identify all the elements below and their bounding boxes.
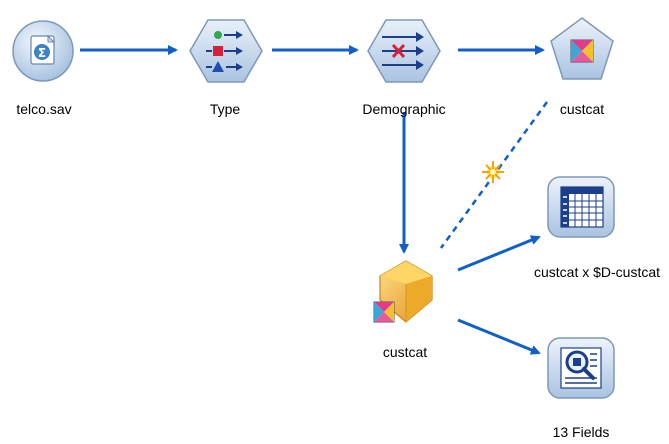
table-grid-icon (547, 176, 615, 238)
node-label-custcat-model: custcat (559, 101, 605, 117)
link-nugget-to-analysis[interactable] (457, 318, 541, 355)
node-analysis[interactable] (546, 336, 616, 400)
spark-icon (482, 161, 504, 183)
filter-arrows-icon (367, 19, 441, 83)
link-nugget-to-matrix[interactable] (457, 235, 541, 272)
type-symbols-icon (189, 19, 263, 83)
node-label-demographic: Demographic (362, 101, 446, 117)
node-custcat-nugget[interactable] (368, 258, 444, 334)
node-custcat-model[interactable] (549, 16, 615, 82)
node-label-type: Type (209, 101, 241, 117)
node-demographic[interactable] (366, 17, 442, 85)
node-matrix[interactable] (546, 175, 616, 239)
gold-gem-nugget-icon (373, 260, 433, 323)
sigma-file-icon: Σ (12, 20, 74, 82)
node-label-analysis: 13 Fields (552, 424, 610, 440)
node-label-custcat-nugget: custcat (382, 344, 428, 360)
magnifier-report-icon (547, 337, 615, 399)
node-telco-sav[interactable]: Σ (8, 18, 78, 84)
node-type[interactable] (188, 17, 264, 85)
node-label-telco: telco.sav (16, 101, 72, 117)
node-label-matrix: custcat x $D-custcat (533, 264, 661, 280)
model-nugget-pentagon-icon (550, 17, 614, 80)
svg-text:Σ: Σ (38, 46, 46, 60)
